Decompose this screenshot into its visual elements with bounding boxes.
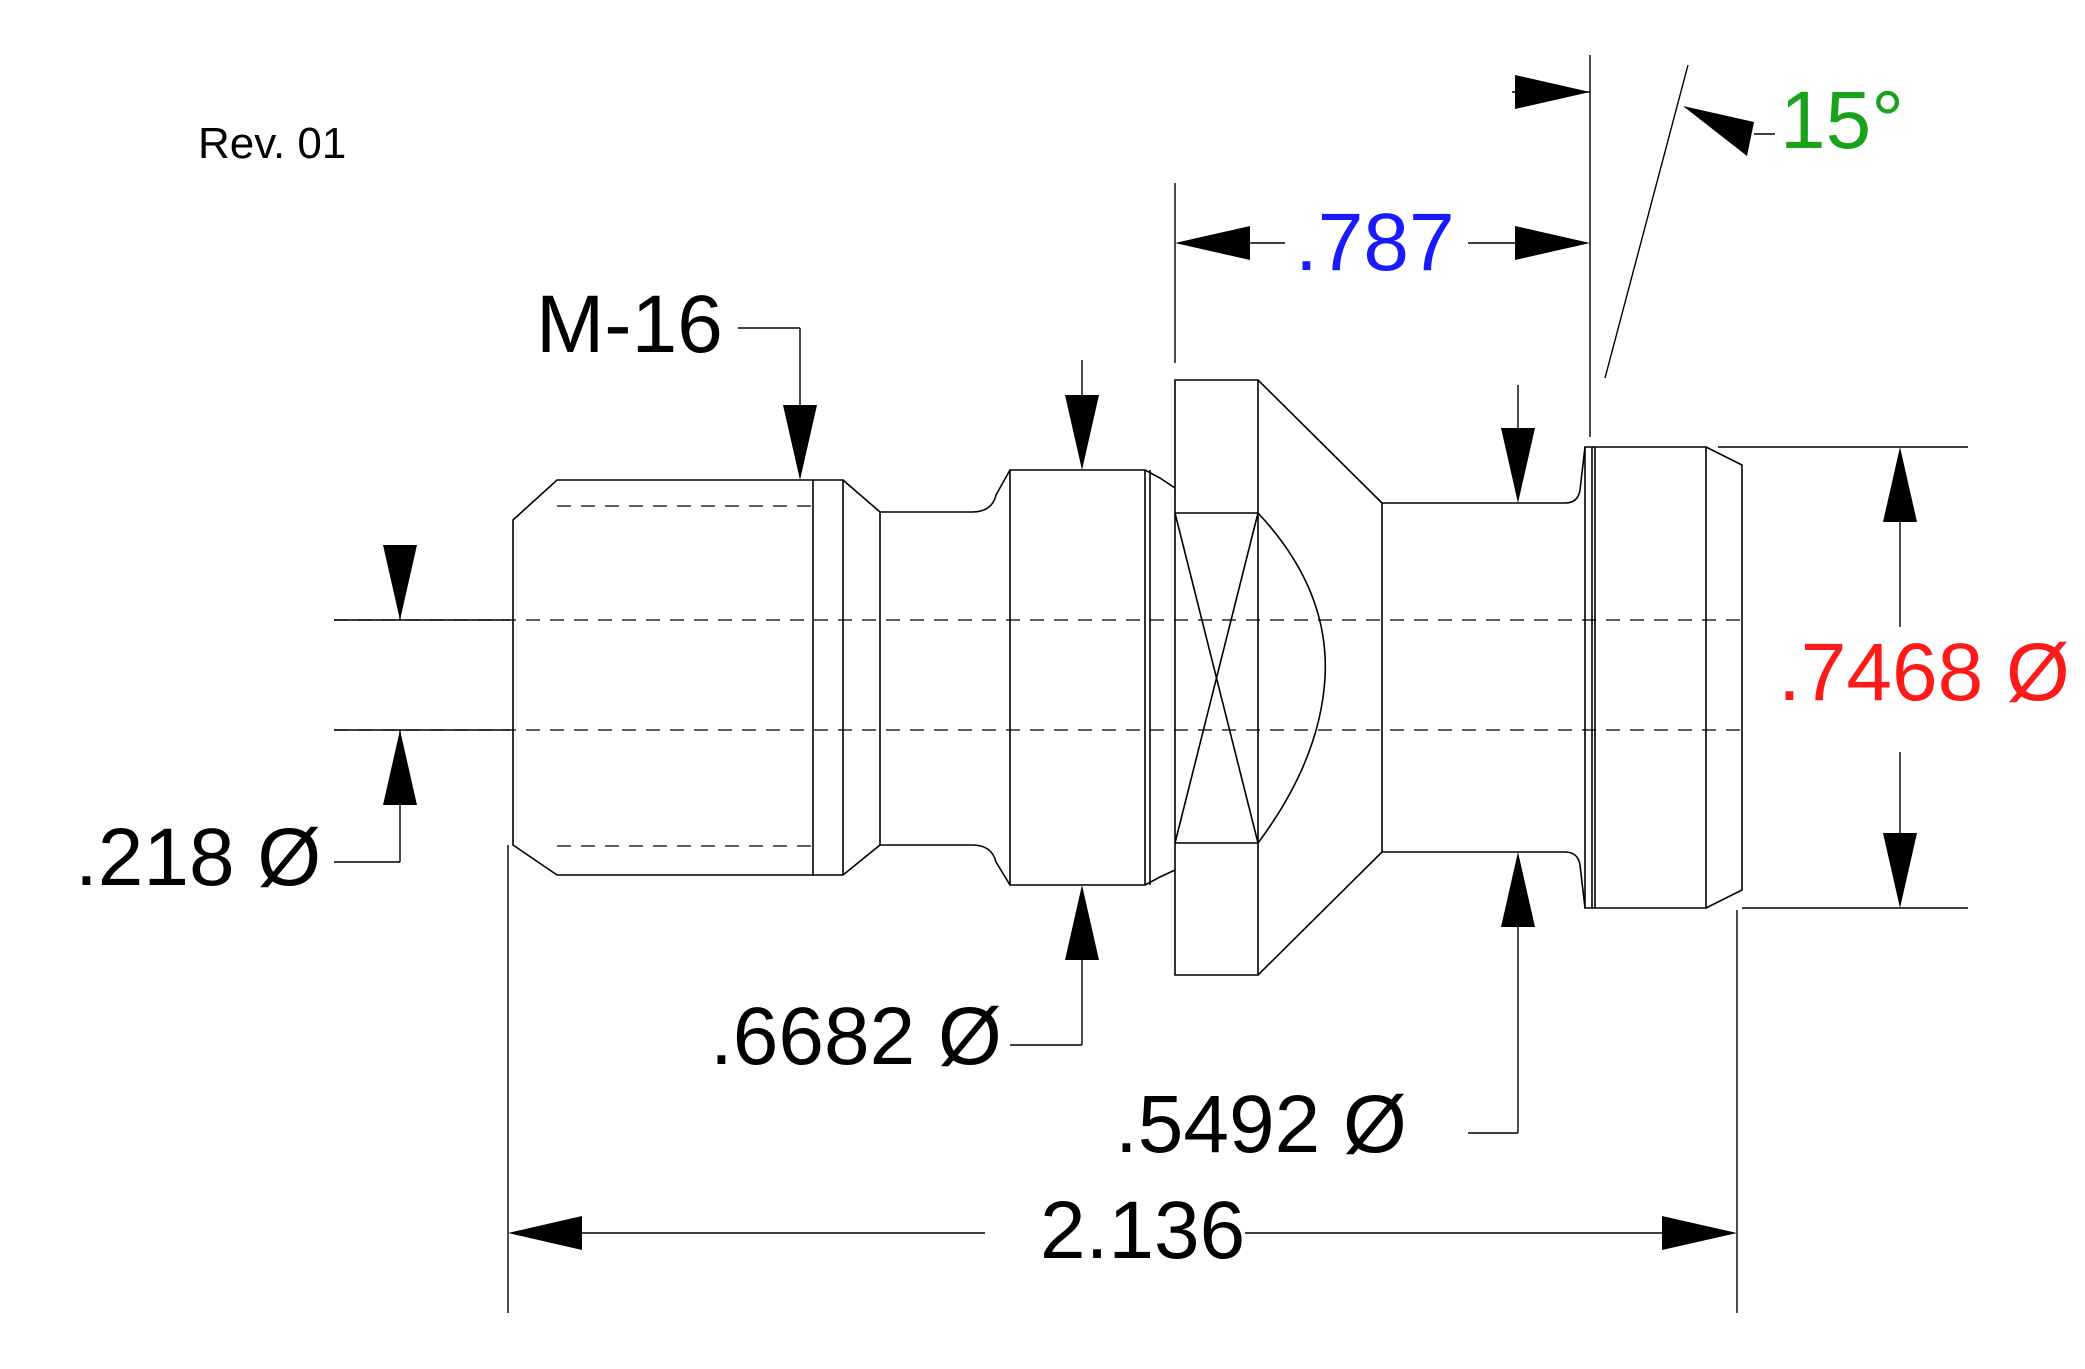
arrow-right xyxy=(1662,1216,1737,1250)
dim-flange-to-head-length: .787 xyxy=(1295,197,1455,288)
dim-neck-diameter: .5492 Ø xyxy=(1115,1079,1407,1170)
dim-overall-length: 2.136 xyxy=(1040,1185,1245,1276)
thread-section-outline xyxy=(512,479,844,876)
dim-bore-diameter: .218 Ø xyxy=(75,812,321,903)
neck-section-outline xyxy=(880,469,1011,886)
collar-outline xyxy=(1009,469,1146,886)
dim-head-diameter: .7468 Ø xyxy=(1778,627,2070,718)
revision-label: Rev. 01 xyxy=(198,119,346,168)
cone-outline xyxy=(1257,379,1383,976)
hidden-lines xyxy=(334,505,1742,847)
thread-callout: M-16 xyxy=(536,279,723,370)
head-outline xyxy=(1584,446,1593,909)
dim-head-angle: 15° xyxy=(1780,75,1904,166)
dim-collar-diameter: .6682 Ø xyxy=(710,991,1002,1082)
arrow-left xyxy=(508,1216,582,1250)
dimension-lines xyxy=(334,55,1968,1313)
shank-outline xyxy=(1381,446,1586,909)
part-outline xyxy=(512,379,1743,976)
